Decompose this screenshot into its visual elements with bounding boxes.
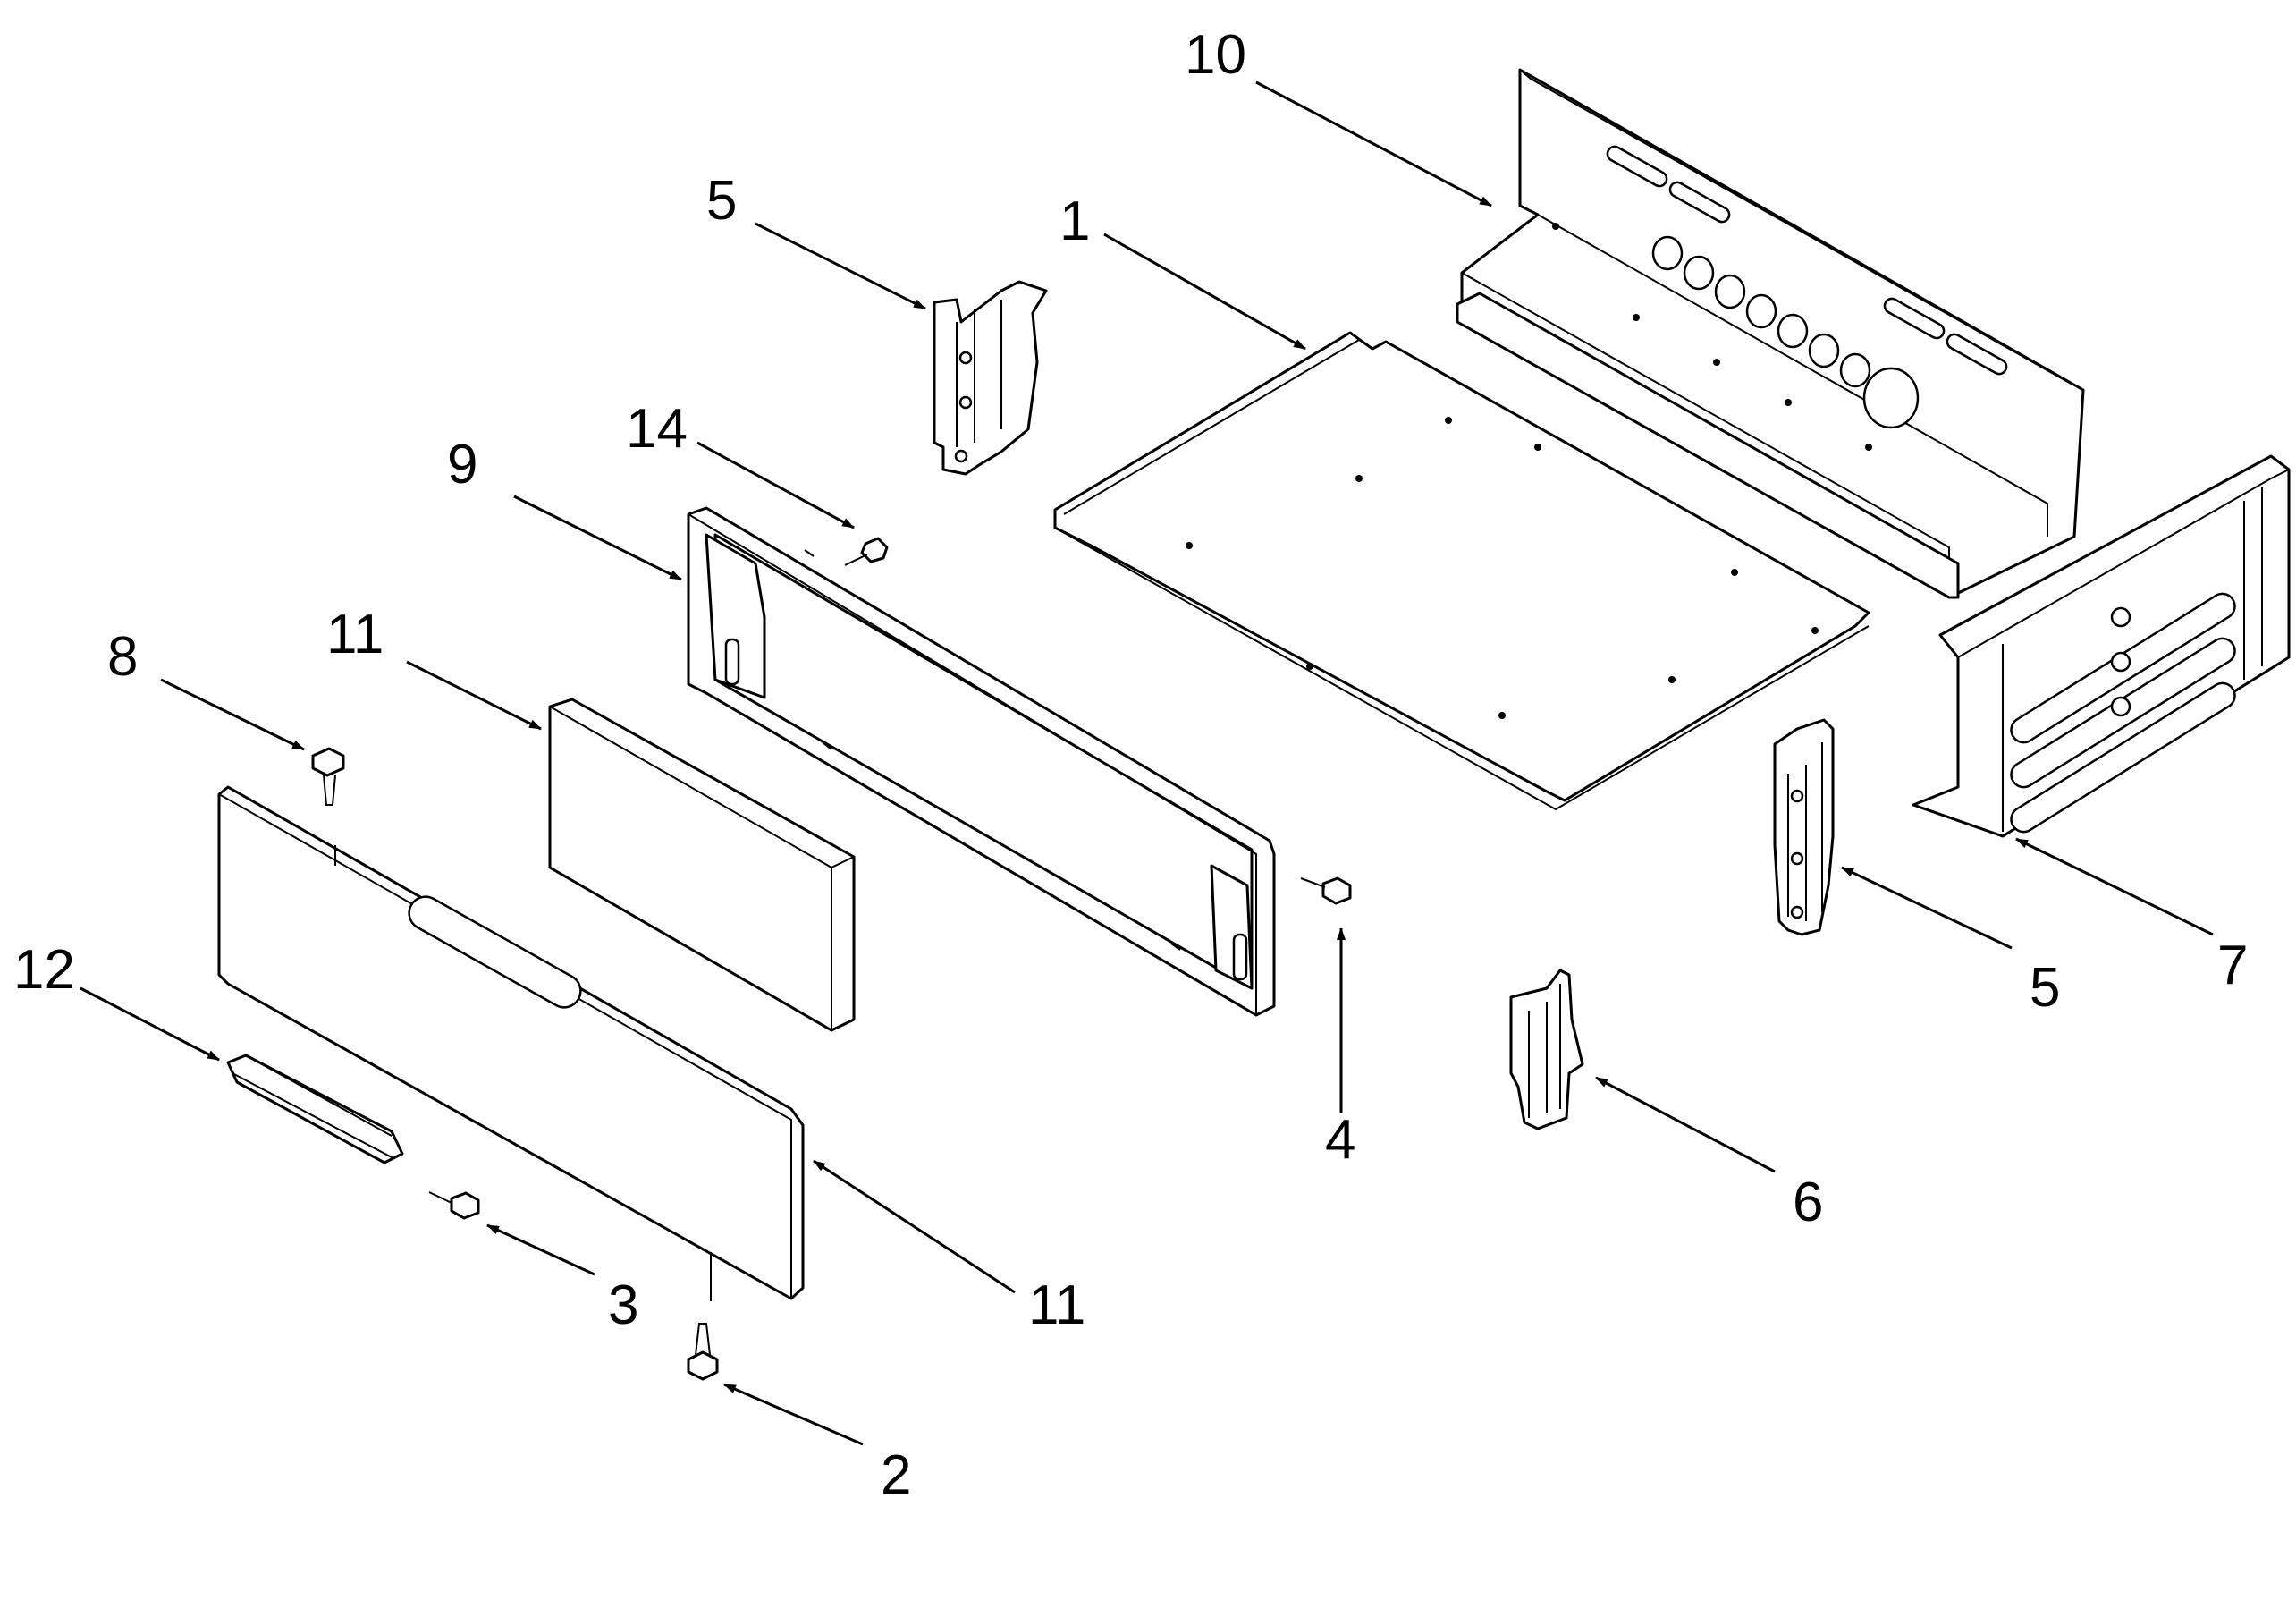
leader-6 [1595, 1076, 1776, 1173]
leader-3 [486, 1223, 595, 1276]
callout-4: 4 [1325, 1109, 1355, 1171]
callout-2: 2 [881, 1444, 911, 1506]
latch [1509, 969, 1584, 1130]
inner-frame [687, 506, 1276, 1017]
callout-14: 14 [626, 398, 688, 460]
callout-5-right: 5 [2030, 957, 2060, 1019]
rear-panel-slots [1606, 145, 2008, 376]
hinge-left [933, 280, 1048, 476]
insulation [548, 698, 856, 1032]
door-front [217, 785, 805, 1301]
leader-8 [160, 678, 305, 751]
screw-top [311, 747, 345, 806]
callout-13: 12 [13, 939, 75, 1001]
handle [226, 1054, 404, 1164]
side-rail [1912, 454, 2291, 838]
callout-12: 11 [1028, 1274, 1085, 1336]
hinge-right [1773, 718, 1835, 936]
callout-5-left: 5 [706, 170, 737, 232]
leader-7 [2015, 837, 2214, 936]
screw-bottom [687, 1323, 719, 1381]
leader-9 [513, 495, 682, 581]
callout-10: 10 [1185, 24, 1246, 86]
leader-10 [1255, 80, 1492, 207]
rear-panel-holes [1651, 235, 1920, 429]
leader-2 [723, 1383, 864, 1446]
leader-5-right [1841, 866, 2013, 950]
leader-13 [80, 986, 220, 1062]
leader-5-left [755, 222, 926, 310]
rear-panel [1456, 68, 2085, 599]
leader-14 [696, 441, 855, 529]
callout-6: 6 [1793, 1172, 1823, 1233]
leader-11 [406, 660, 542, 731]
callout-11: 11 [326, 604, 384, 665]
screw-right [1300, 876, 1352, 905]
leader-1 [1103, 233, 1306, 351]
screw-frame [844, 537, 889, 566]
callout-9: 9 [447, 434, 477, 495]
callouts: 10 1 5 14 9 11 8 12 3 11 2 4 6 5 7 [13, 24, 2248, 1506]
callout-3: 3 [608, 1274, 638, 1336]
callout-1: 1 [1059, 190, 1090, 252]
leader-12 [813, 1159, 1016, 1294]
panel [1053, 331, 1870, 811]
leader-lines [80, 80, 2214, 1446]
callout-7: 7 [2217, 935, 2248, 996]
screw-handle [428, 1191, 480, 1220]
callout-8: 8 [107, 626, 138, 688]
